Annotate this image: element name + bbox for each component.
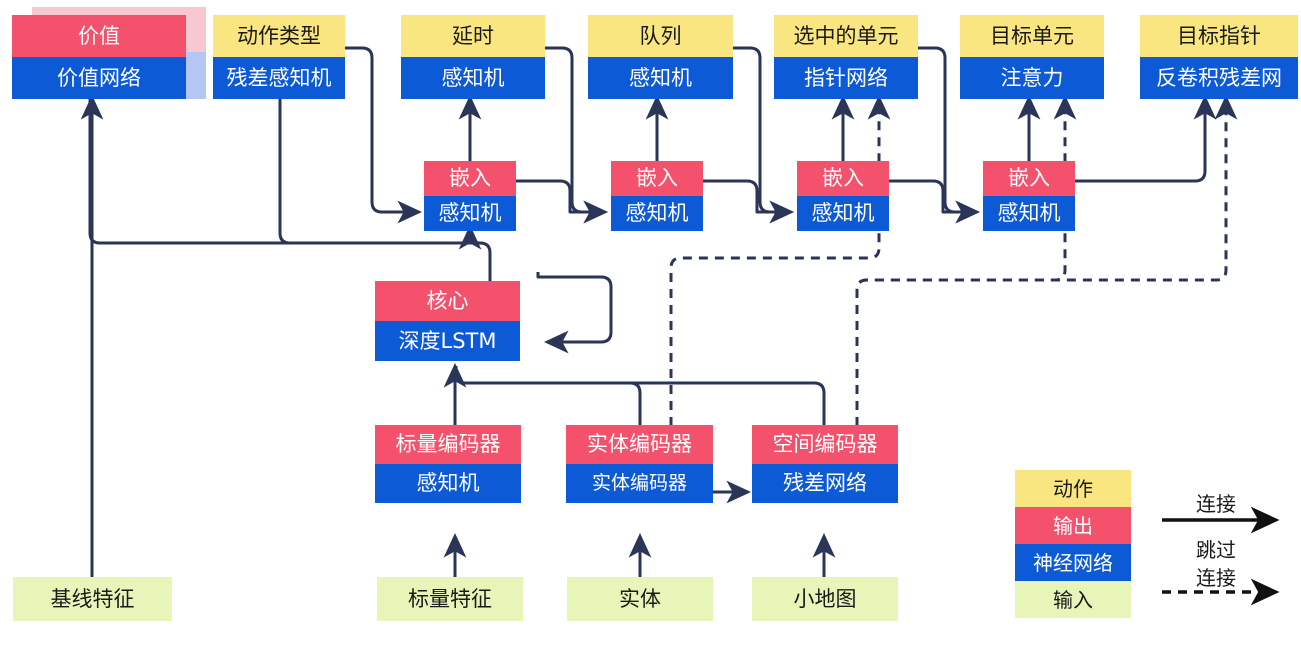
encoder-spatial[interactable]: 空间编码器 残差网络: [752, 425, 898, 503]
input-baseline-features[interactable]: 基线特征: [13, 577, 172, 621]
action-head-network-label: 注意力: [960, 57, 1104, 99]
wire-embed3-to-embed4: [889, 179, 981, 224]
encoder-output-label: 空间编码器: [752, 425, 898, 464]
action-head-network-label: 感知机: [588, 57, 733, 99]
embedding-network-label: 感知机: [983, 196, 1075, 231]
encoder-network-label: 实体编码器: [566, 464, 713, 503]
action-head-selected-units[interactable]: 选中的单元 指针网络: [774, 15, 918, 99]
wire-core-bus-stub: [454, 366, 467, 385]
action-head-action-label: 目标单元: [960, 15, 1104, 57]
wire-embed2-to-embed3: [703, 179, 795, 224]
embedding-block-3[interactable]: 嵌入 感知机: [797, 161, 889, 231]
legend-swatch-network: 神经网络: [1015, 544, 1131, 581]
skip-spatialenc-to-targetpoint: [855, 94, 1238, 426]
input-minimap[interactable]: 小地图: [752, 577, 898, 621]
input-entities[interactable]: 实体: [567, 577, 713, 621]
embedding-network-label: 感知机: [797, 196, 889, 231]
action-head-delay[interactable]: 延时 感知机: [401, 15, 545, 99]
action-head-network-label: 感知机: [401, 57, 545, 99]
action-head-network-label: 反卷积残差网: [1140, 57, 1298, 99]
skip-entityenc-to-targetunit: [855, 94, 1077, 426]
action-head-action-label: 目标指针: [1140, 15, 1298, 57]
encoder-scalar[interactable]: 标量编码器 感知机: [375, 425, 521, 503]
legend-skip-label-line1: 跳过: [1196, 538, 1236, 562]
action-head-action-label: 延时: [401, 15, 545, 57]
embedding-block-1[interactable]: 嵌入 感知机: [424, 161, 516, 231]
encoder-network-label: 残差网络: [752, 464, 898, 503]
action-head-target-point[interactable]: 目标指针 反卷积残差网: [1140, 15, 1298, 99]
embedding-block-4[interactable]: 嵌入 感知机: [983, 161, 1075, 231]
wire-spatialenc-to-core-bus: [466, 381, 826, 426]
skip-entityenc-to-selectedunits: [669, 94, 891, 426]
wire-embed1-to-embed2: [516, 179, 609, 224]
embedding-network-label: 感知机: [424, 196, 516, 231]
legend-swatch-action: 动作: [1015, 470, 1131, 507]
value-head-output: 价值: [12, 15, 186, 57]
legend-swatch-input: 输入: [1015, 581, 1131, 618]
wire-embed4-to-targetpoint: [1075, 94, 1217, 183]
core-output-label: 核心: [375, 281, 520, 321]
core-network-label: 深度LSTM: [375, 321, 520, 361]
value-head-network: 价值网络: [12, 57, 186, 99]
action-head-action-label: 队列: [588, 15, 733, 57]
encoder-entity[interactable]: 实体编码器 实体编码器: [566, 425, 713, 503]
legend-connection-label: 连接: [1196, 492, 1236, 516]
legend-swatch-output: 输出: [1015, 507, 1131, 544]
embedding-output-label: 嵌入: [983, 161, 1075, 196]
embedding-output-label: 嵌入: [611, 161, 703, 196]
encoder-output-label: 实体编码器: [566, 425, 713, 464]
action-head-queued[interactable]: 队列 感知机: [588, 15, 733, 99]
encoder-network-label: 感知机: [375, 464, 521, 503]
action-head-network-label: 残差感知机: [213, 57, 345, 99]
action-head-action-type[interactable]: 动作类型 残差感知机: [213, 15, 345, 99]
wire-core-self-loop: [536, 272, 613, 354]
value-head[interactable]: 价值 价值网络: [12, 15, 186, 99]
core-block[interactable]: 核心 深度LSTM: [375, 281, 520, 361]
embedding-network-label: 感知机: [611, 196, 703, 231]
wire-entityenc-to-core-bus: [466, 381, 642, 426]
input-scalar-features[interactable]: 标量特征: [377, 577, 523, 621]
legend: 动作 输出 神经网络 输入: [1015, 470, 1131, 618]
action-head-network-label: 指针网络: [774, 57, 918, 99]
action-head-target-unit[interactable]: 目标单元 注意力: [960, 15, 1104, 99]
action-head-action-label: 选中的单元: [774, 15, 918, 57]
embedding-block-2[interactable]: 嵌入 感知机: [611, 161, 703, 231]
action-head-action-label: 动作类型: [213, 15, 345, 57]
legend-arrow-samples: [1162, 506, 1280, 606]
embedding-output-label: 嵌入: [797, 161, 889, 196]
encoder-output-label: 标量编码器: [375, 425, 521, 464]
legend-skip-label-line2: 连接: [1196, 566, 1236, 590]
embedding-output-label: 嵌入: [424, 161, 516, 196]
